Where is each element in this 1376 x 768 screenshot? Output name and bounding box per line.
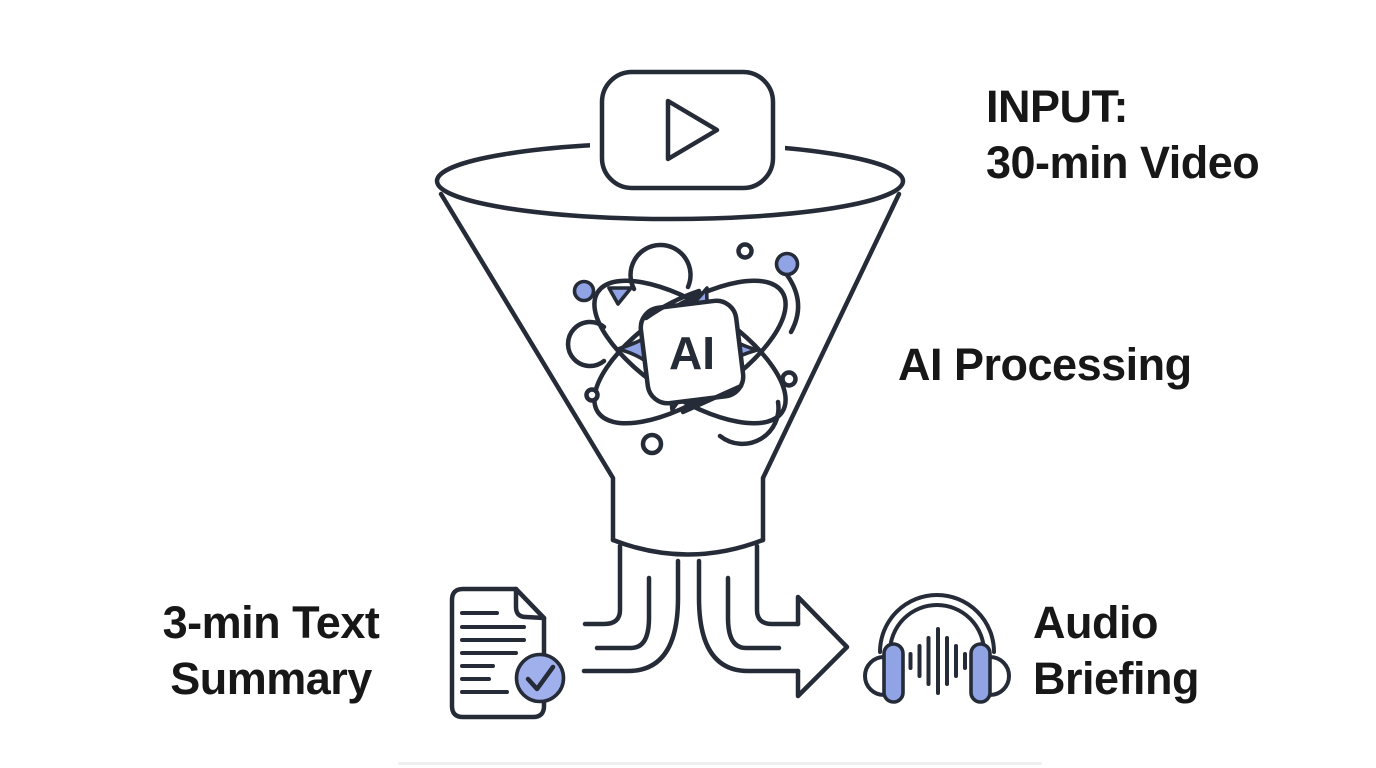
pipe-left-bottom [581, 558, 681, 674]
pipe-right-bottom [696, 558, 801, 674]
earcup-left [882, 642, 905, 704]
pipe-right-inner [725, 575, 782, 651]
arrow-right-icon [795, 594, 850, 699]
check-circle [514, 652, 566, 704]
atom-dot-blue-left [572, 279, 596, 303]
headband-inner [888, 603, 986, 654]
ai-badge: AI [669, 327, 715, 379]
atom-node-tail [784, 272, 801, 335]
input-label-line2: 30-min Video [986, 137, 1260, 188]
atom-dot-blue-right [774, 251, 800, 277]
audio-label-line1: Audio [1033, 597, 1158, 648]
document-fold [513, 586, 547, 621]
orbit-over-2 [680, 383, 744, 415]
play-triangle [665, 98, 720, 162]
soundwave-bars [908, 627, 967, 695]
atom-arc-bottom-right [717, 399, 781, 447]
pipe-right-outer [754, 543, 801, 627]
processing-label: AI Processing [898, 337, 1192, 393]
document-check-icon [449, 586, 566, 720]
document-text-lines [460, 611, 526, 694]
earcup-right [969, 642, 992, 704]
atom-triangle [607, 286, 633, 306]
summary-label-line1: 3-min Text [162, 597, 380, 648]
headphones-icon [863, 593, 1011, 704]
processing-label-text: AI Processing [898, 339, 1192, 390]
audio-label-line2: Briefing [1033, 653, 1200, 704]
atom-dot-outline-1 [736, 242, 754, 260]
summary-label-line2: Summary [170, 653, 372, 704]
video-play-icon [590, 60, 785, 200]
headband-outer [878, 593, 996, 654]
orbit-over-1 [643, 288, 702, 321]
summary-label: 3-min Text Summary [115, 595, 427, 707]
audio-label: Audio Briefing [1033, 595, 1200, 707]
funnel-cone-left [438, 191, 616, 543]
input-label: INPUT: 30-min Video [986, 79, 1260, 191]
atom-arc-left [565, 319, 607, 369]
baseline-divider [398, 762, 1042, 765]
ai-badge-box [638, 298, 746, 406]
input-label-line1: INPUT: [986, 81, 1129, 132]
atom-loop-top [628, 242, 693, 292]
pipe-left-outer [582, 543, 623, 627]
check-mark [525, 664, 556, 692]
ai-atom-icon: AI [565, 242, 801, 456]
earpad-left-outer [863, 655, 886, 697]
earpad-right-outer [988, 655, 1011, 697]
atom-dot-outline-2 [780, 370, 798, 388]
funnel-cone-right [760, 191, 902, 543]
atom-dot-outline-3 [584, 387, 600, 403]
atom-dot-outline-4 [640, 432, 664, 456]
pipe-left-inner [594, 575, 652, 651]
funnel-neck-bottom [610, 537, 766, 557]
